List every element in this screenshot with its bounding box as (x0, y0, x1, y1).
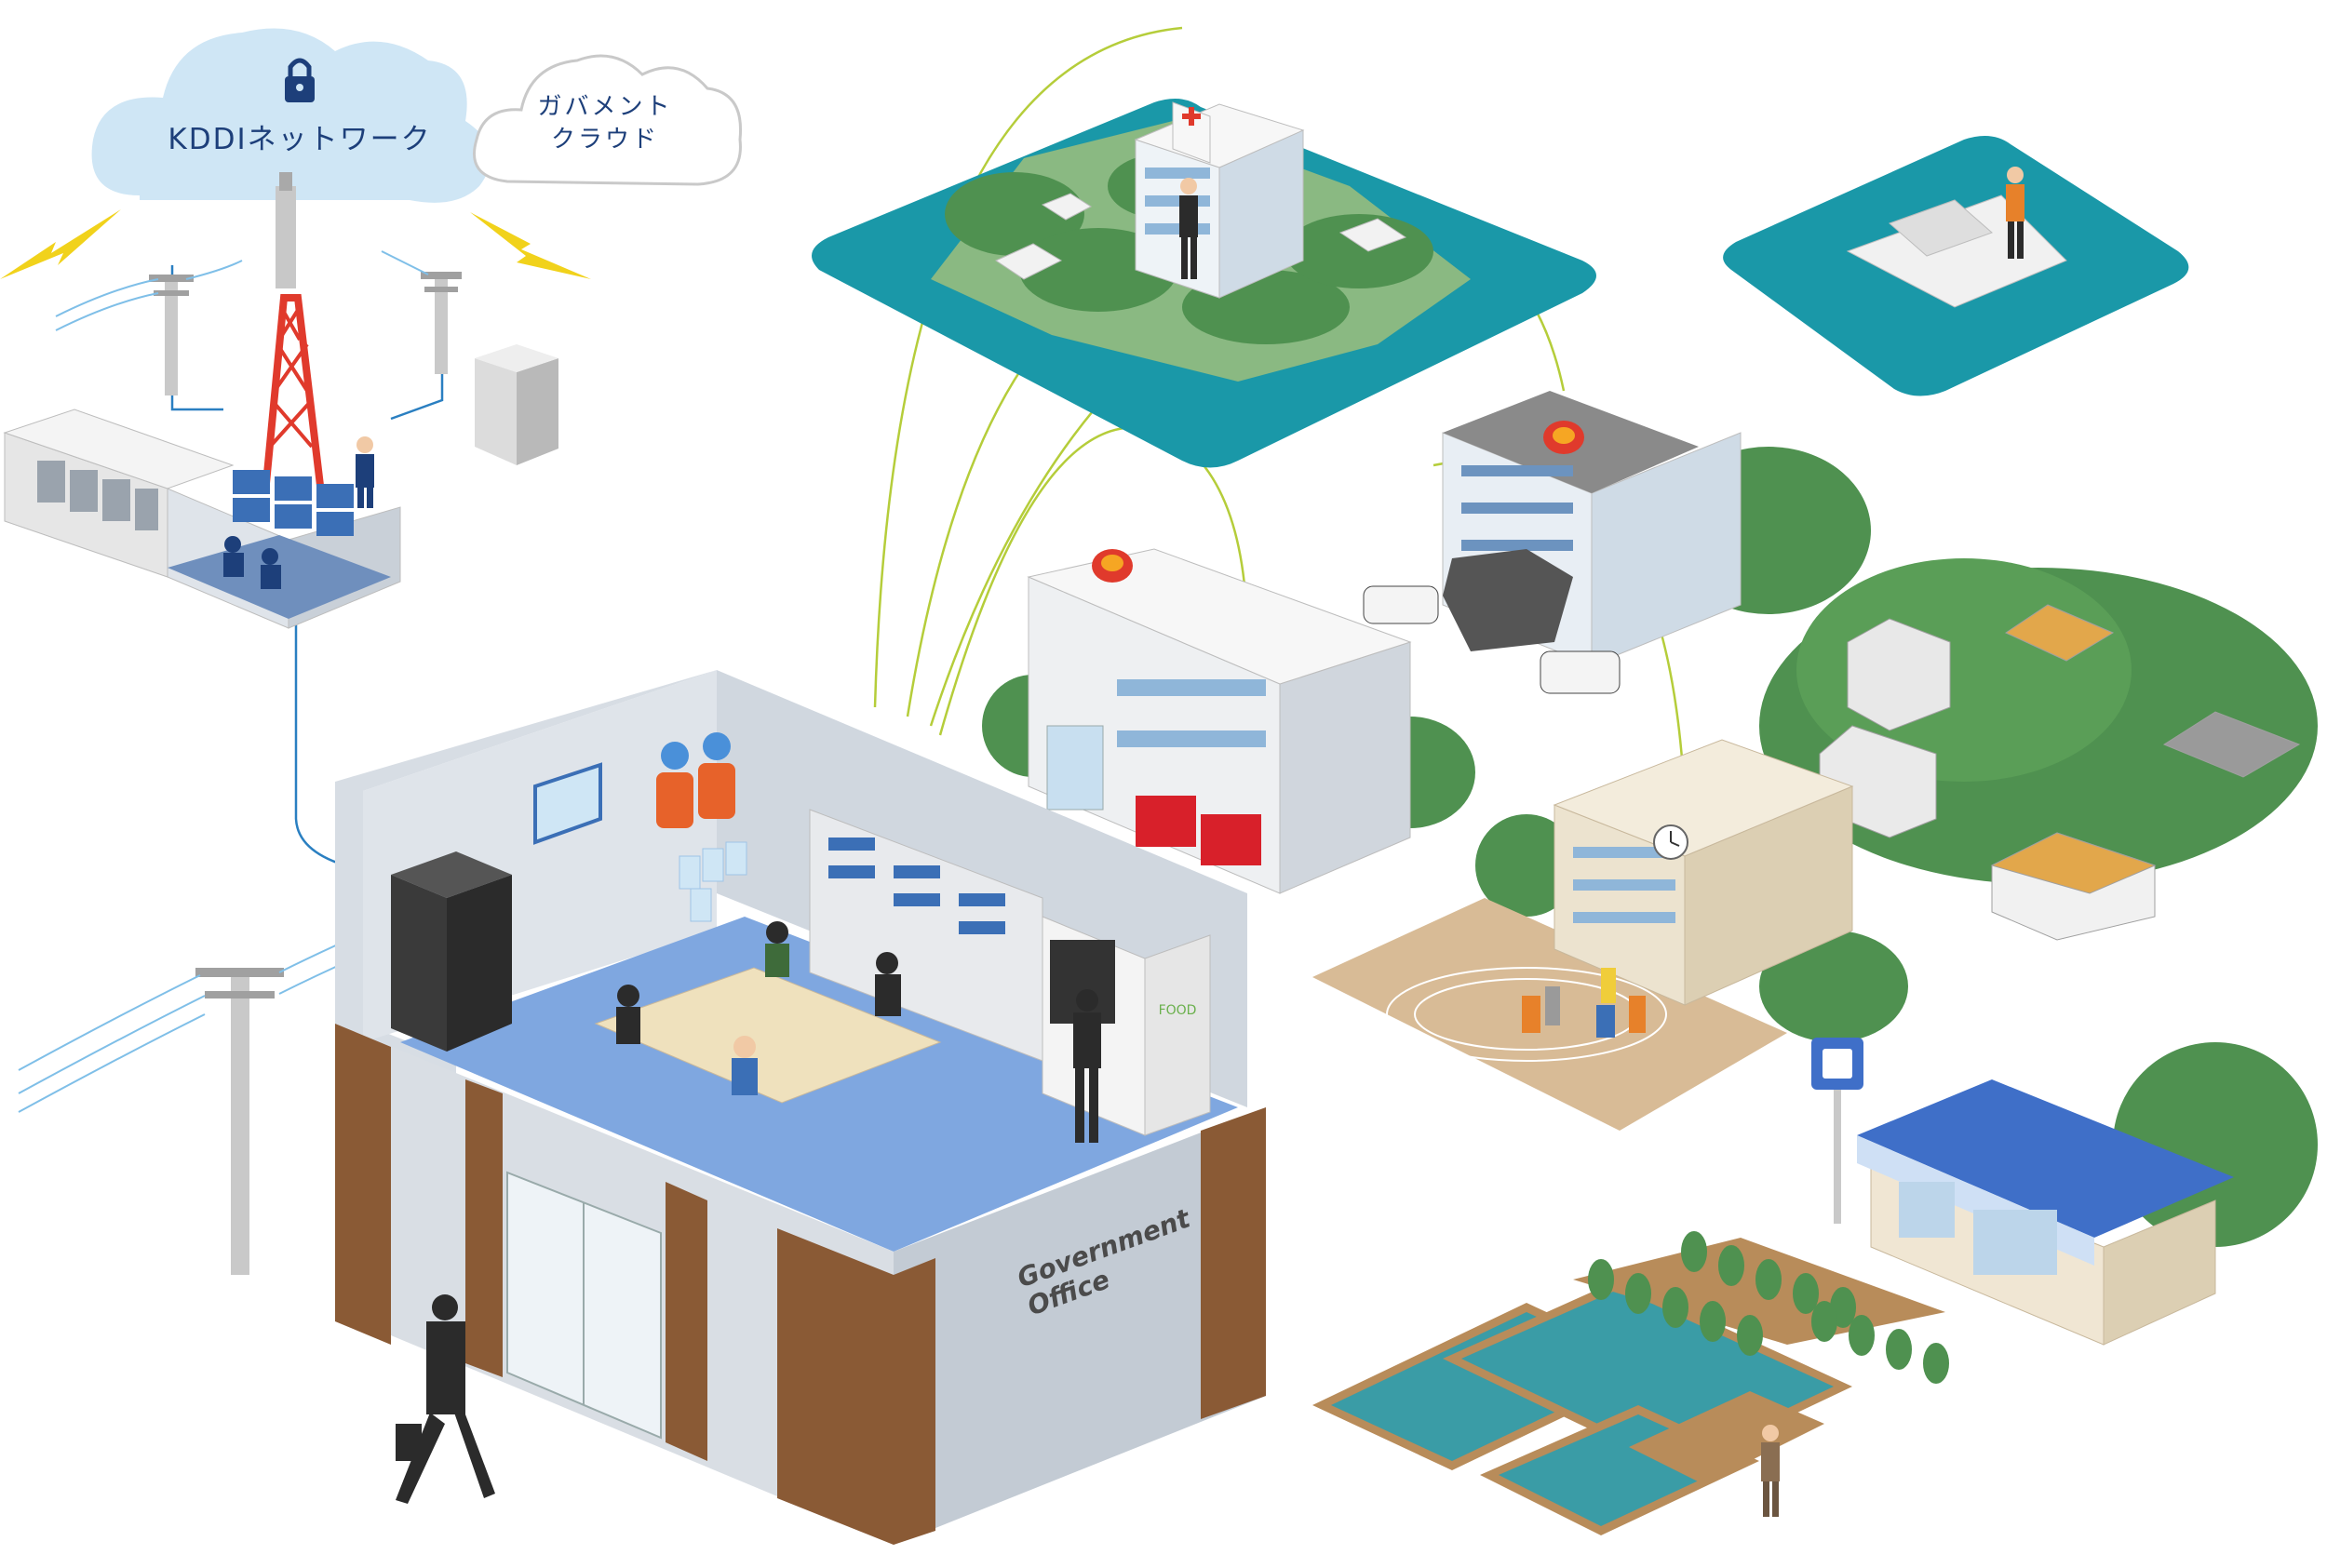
fire-engines (1136, 796, 1261, 865)
meeting-table (594, 967, 942, 1104)
government-cloud-label-line1: ガバメント (537, 93, 672, 121)
bus-stop-icon (1811, 1038, 1863, 1224)
fisherman-figure (2006, 167, 2024, 259)
rice-paddies (1312, 1231, 1949, 1535)
kddi-network-label: KDDIネットワーク (168, 123, 431, 156)
police-station (1363, 391, 1871, 694)
school (1312, 739, 1908, 1131)
hospital-building (1134, 101, 1305, 299)
farmer-figure (1761, 1425, 1780, 1517)
radio-tower (262, 172, 325, 494)
boat-sea (1723, 136, 2189, 396)
utility-poles-top (55, 250, 558, 465)
lightning-left (0, 209, 121, 279)
office-front-wall-right (894, 1107, 1266, 1545)
government-office: FOOD (335, 670, 1266, 1545)
storage-shelves (809, 809, 1043, 1062)
police-cars (1363, 585, 1621, 694)
pole-left (165, 275, 178, 395)
office-window (533, 762, 602, 845)
staff-man-seated (732, 1036, 758, 1095)
police-box (1443, 549, 1573, 651)
server-rack (391, 851, 512, 1052)
staff-man-suit (875, 952, 901, 1016)
staff-woman-seated (616, 985, 640, 1044)
pole-right (435, 272, 448, 374)
kddi-cloud-shape (91, 28, 491, 203)
line-left-pole (170, 265, 223, 411)
utility-pole-left (18, 934, 359, 1275)
video-wall (233, 470, 354, 536)
convenience-store (1857, 1042, 2318, 1346)
data-center (3, 409, 401, 629)
emergency-supplies (656, 732, 747, 922)
fire-station (982, 548, 1475, 894)
clock-icon (1653, 824, 1688, 860)
crop-rows (1588, 1231, 1949, 1384)
operators (223, 536, 281, 589)
evacuees (1522, 968, 1646, 1038)
walking-businessman (396, 1294, 495, 1504)
staff-man-standing (1073, 989, 1101, 1143)
lightning-icon (0, 209, 591, 279)
hospital-island (812, 99, 1596, 468)
vending-machine-label: FOOD (1159, 1003, 1197, 1018)
staff-woman-green (765, 921, 789, 977)
outdoor-cabinet (475, 344, 558, 465)
residential-area (1759, 558, 2318, 941)
lightning-right (470, 212, 591, 279)
briefcase-icon (396, 1424, 422, 1461)
line-right-pole (390, 279, 444, 421)
government-cloud-shape (472, 54, 743, 186)
hospital-cross-icon (1182, 107, 1201, 126)
lock-icon (285, 58, 315, 102)
government-cloud: ガバメント クラウド (472, 54, 743, 186)
office-staff (616, 921, 1101, 1143)
doctor-figure (1179, 178, 1198, 279)
siren-icon (1543, 421, 1584, 454)
engineer-figure (356, 436, 374, 508)
government-cloud-label-line2: クラウド (551, 126, 659, 154)
kddi-network-cloud: KDDIネットワーク (91, 28, 491, 203)
siren-icon (1092, 549, 1133, 583)
office-pillars (335, 1024, 1266, 1545)
